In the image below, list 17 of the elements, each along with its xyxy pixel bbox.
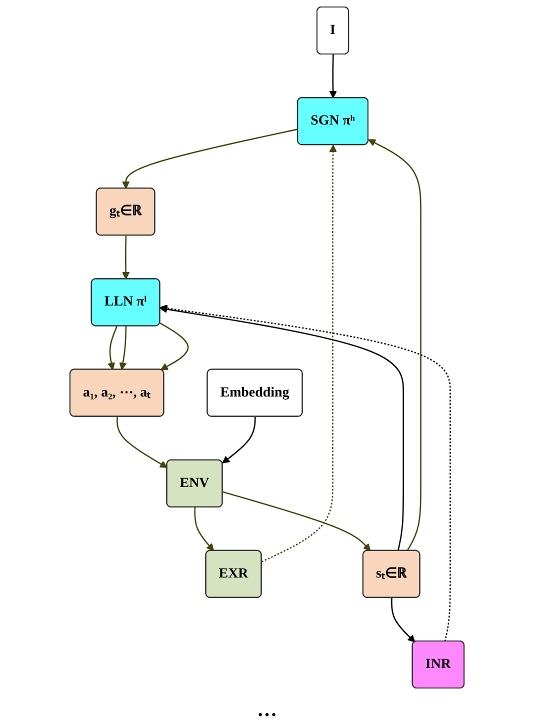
arrow (122, 128, 298, 189)
arrow (194, 507, 214, 552)
arrow (160, 304, 451, 642)
arrow (119, 326, 127, 370)
arrow (329, 54, 337, 98)
arrow (222, 416, 256, 464)
arrow (160, 322, 189, 370)
arrow (116, 416, 168, 468)
arrow (108, 326, 118, 370)
arrow (391, 598, 416, 642)
arrow (122, 236, 130, 280)
arrow (222, 491, 371, 552)
arrow (261, 144, 337, 562)
flowchart-drawing: I SGN πʰ gₜ∈ℝ INR LLN πˡ EXR sₜ∈ℝ a₁, a₂, ⋯, aₜ ENV Embedding (0, 0, 534, 695)
arrow (160, 306, 404, 552)
ellipsis-label: … (257, 699, 277, 721)
arrow (368, 139, 422, 552)
